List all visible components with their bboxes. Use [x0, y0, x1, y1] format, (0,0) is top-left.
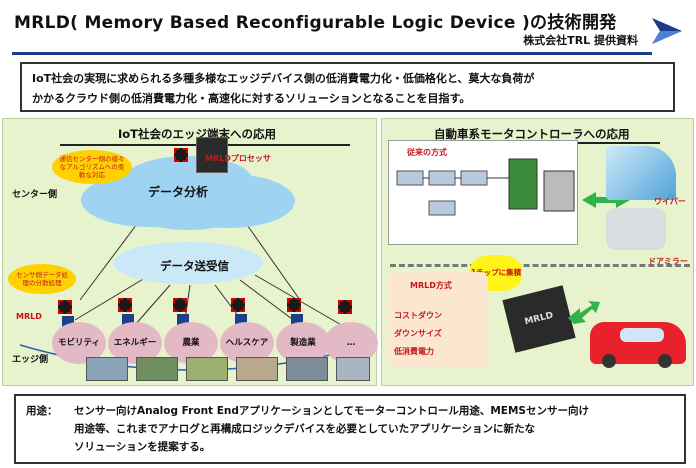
- edge-photo-6: [336, 357, 370, 381]
- mrld-label: MRLD: [16, 312, 42, 321]
- motor-panel-title: 自動車系モータコントローラへの応用: [434, 127, 630, 141]
- edge-photo-3: [186, 357, 228, 381]
- conventional-block-diagram: [396, 158, 575, 216]
- usage-body: センサー向けAnalog Front Endアプリケーションとしてモーターコント…: [74, 402, 674, 456]
- mrld-processor-chip: [174, 148, 188, 162]
- mrld-processor-label: MRLDプロセッサ: [205, 154, 271, 163]
- iot-panel-title: IoT社会のエッジ端末への応用: [118, 127, 277, 141]
- edge-photo-2: [136, 357, 178, 381]
- conventional-method-label: 従来の方式: [407, 148, 447, 157]
- callout-algorithm: 通信センター側の様々なアルゴリズムへの柔軟な対応: [52, 150, 132, 184]
- usage-box: 用途： センサー向けAnalog Front Endアプリケーションとしてモータ…: [14, 394, 686, 464]
- edge-mrld-chip-6: [338, 300, 352, 314]
- intro-line-1: IoT社会の実現に求められる多種多様なエッジデバイス側の低消費電力化・低価格化と…: [32, 72, 535, 85]
- edge-photo-5: [286, 357, 328, 381]
- car-wheel-front: [602, 354, 616, 368]
- benefit-downsize: ダウンサイズ: [394, 329, 442, 338]
- page-title: MRLD( Memory Based Reconfigurable Logic …: [14, 13, 617, 33]
- benefit-cost-down: コストダウン: [394, 311, 442, 320]
- edge-photo-1: [86, 357, 128, 381]
- edge-mrld-chip-2: [118, 298, 132, 312]
- car-wheel-rear: [658, 354, 672, 368]
- usage-line-1: センサー向けAnalog Front Endアプリケーションとしてモーターコント…: [74, 405, 589, 417]
- edge-mrld-chip-1: [58, 300, 72, 314]
- center-side-label: センター側: [12, 190, 58, 200]
- cloud-shape: [113, 160, 263, 230]
- wiper-image: [606, 146, 676, 200]
- usage-prefix: 用途：: [26, 405, 58, 417]
- trl-logo-icon: [652, 18, 682, 44]
- usage-line-2: 用途等、これまでアナログと再構成ロジックデバイスを必要としていたアプリケーション…: [74, 423, 535, 435]
- header-rule: [12, 52, 652, 55]
- conventional-method-box: 従来の方式: [388, 140, 578, 245]
- door-mirror-label: ドアミラー: [648, 257, 688, 266]
- edge-mrld-chip-3: [173, 298, 187, 312]
- edge-photo-4: [236, 357, 278, 381]
- data-hub-shape: [113, 242, 263, 284]
- server-rack-image: [196, 137, 228, 173]
- company-credit: 株式会社TRL 提供資料: [523, 34, 638, 47]
- usage-line-3: ソリューションを提案する。: [74, 441, 211, 453]
- edge-side-label: エッジ側: [12, 355, 49, 365]
- door-mirror-image: [606, 208, 666, 250]
- benefit-low-power: 低消費電力: [394, 347, 434, 356]
- header: MRLD( Memory Based Reconfigurable Logic …: [0, 0, 696, 58]
- car-image: [590, 322, 686, 368]
- method-divider: [390, 264, 690, 267]
- mrld-method-label: MRLD方式: [410, 281, 452, 290]
- callout-distributed: センサ側データ処理の分散処理: [8, 264, 76, 294]
- mrld-method-box: MRLD方式 コストダウン ダウンサイズ 低消費電力: [388, 272, 488, 368]
- data-analysis-label: データ分析: [148, 185, 209, 199]
- data-transfer-label: データ送受信: [160, 259, 229, 273]
- intro-box: IoT社会の実現に求められる多種多様なエッジデバイス側の低消費電力化・低価格化と…: [20, 62, 675, 112]
- intro-line-2: かかるクラウド側の低消費電力化・高速化に対するソリューションとなることを目指す。: [32, 92, 471, 105]
- edge-mrld-chip-4: [231, 298, 245, 312]
- car-window: [620, 328, 664, 342]
- wiper-label: ワイパー: [654, 197, 686, 206]
- edge-mrld-chip-5: [287, 298, 301, 312]
